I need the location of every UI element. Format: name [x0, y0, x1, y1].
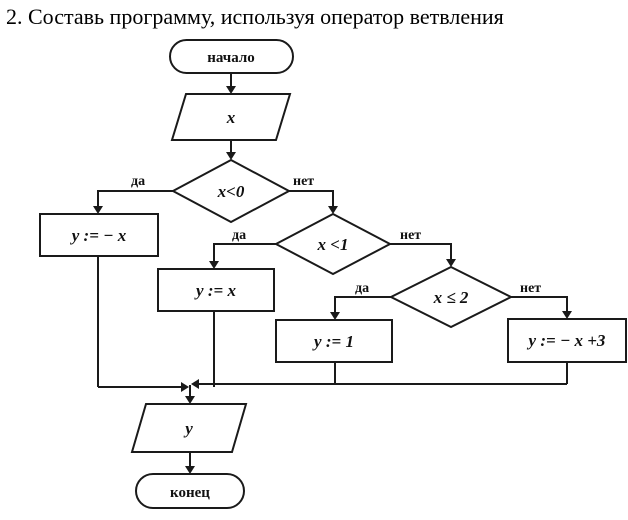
output-label: y	[183, 419, 193, 438]
connector-cond3-yes	[334, 296, 391, 314]
arrowhead	[226, 86, 236, 94]
start-shape	[169, 39, 294, 74]
decision-3-no-label: нет	[520, 281, 541, 296]
assignment-1: y := − x	[39, 213, 159, 257]
assignment-1-shape	[39, 213, 159, 257]
start-terminator: начало	[169, 39, 294, 74]
input-shape	[170, 93, 292, 141]
assignment-3-shape	[275, 319, 393, 363]
decision-3: x ≤ 2	[388, 265, 514, 329]
connector-cond1-yes	[97, 190, 173, 208]
arrowhead	[330, 312, 340, 320]
arrowhead	[446, 259, 456, 267]
assignment-3: y := 1	[275, 319, 393, 363]
assignment-2-label: y := x	[194, 281, 236, 300]
arrowhead	[185, 396, 195, 404]
decision-2: x <1	[273, 212, 393, 276]
assignment-4: y := − x +3	[507, 318, 627, 363]
end-label: конец	[170, 485, 210, 501]
decision-1-label: x<0	[217, 182, 245, 201]
start-label: начало	[207, 50, 255, 66]
decision-1: x<0	[170, 158, 292, 224]
connector-cond3-no	[511, 296, 568, 313]
decision-1-shape	[170, 158, 292, 224]
end-shape	[135, 473, 245, 509]
input-label: x	[226, 108, 236, 127]
connector-cond2-no	[390, 243, 452, 261]
assignment-2-shape	[157, 268, 275, 312]
decision-3-label: x ≤ 2	[433, 288, 469, 307]
decision-3-yes-label: да	[355, 281, 369, 296]
arrowhead	[93, 206, 103, 214]
input-block: x	[170, 93, 292, 141]
arrowhead	[191, 379, 199, 389]
page-title: 2. Составь программу, используя оператор…	[6, 4, 504, 29]
decision-2-shape	[273, 212, 393, 276]
end-terminator: конец	[135, 473, 245, 509]
connector-cond1-no	[289, 190, 334, 208]
decision-2-label: x <1	[317, 235, 349, 254]
flowchart-connectors	[93, 73, 572, 474]
assignment-1-label: y := − x	[70, 226, 127, 245]
assignment-4-label: y := − x +3	[527, 331, 606, 350]
arrowhead	[209, 261, 219, 269]
decision-1-no-label: нет	[293, 174, 314, 189]
arrowhead	[226, 152, 236, 160]
decision-2-yes-label: да	[232, 228, 246, 243]
arrowhead	[181, 382, 189, 392]
decision-3-shape	[388, 265, 514, 329]
assignment-3-label: y := 1	[312, 332, 354, 351]
decision-1-yes-label: да	[131, 174, 145, 189]
assignment-2: y := x	[157, 268, 275, 312]
arrowhead	[328, 206, 338, 214]
connector-cond2-yes	[213, 243, 276, 263]
output-shape	[130, 403, 248, 453]
decision-2-no-label: нет	[400, 228, 421, 243]
arrowhead	[185, 466, 195, 474]
assignment-4-shape	[507, 318, 627, 363]
output-block: y	[130, 403, 248, 453]
arrowhead	[562, 311, 572, 319]
